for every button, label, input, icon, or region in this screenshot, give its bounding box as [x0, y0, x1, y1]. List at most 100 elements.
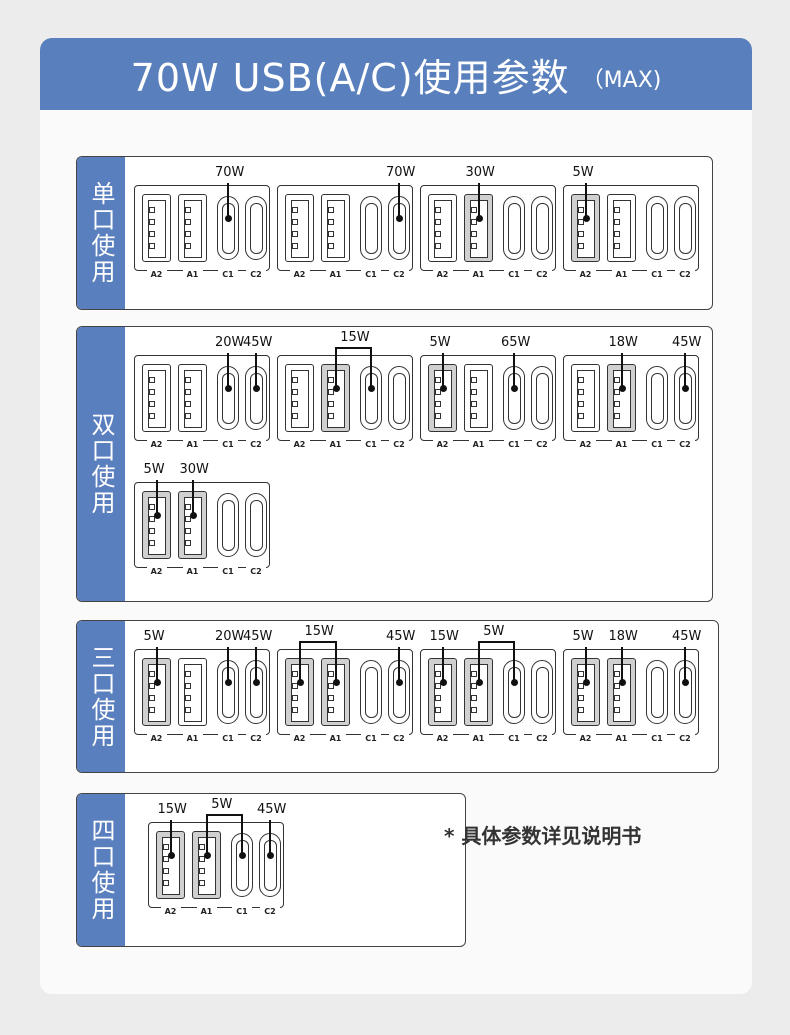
port-label: C2: [246, 733, 266, 745]
port-label: A2: [146, 733, 167, 745]
active-port-marker: [396, 679, 403, 686]
port-c2: [245, 493, 267, 557]
usb-a-pin: [471, 231, 477, 237]
active-port-marker: [582, 679, 590, 686]
port-label: C1: [218, 269, 238, 281]
wattage-label: 65W: [501, 335, 531, 350]
usb-a-pin: [578, 377, 584, 383]
port-label: A1: [325, 439, 346, 451]
leader-line: [477, 641, 480, 682]
usb-a-pin: [292, 219, 298, 225]
usb-a-pin: [614, 683, 620, 689]
bracket-line: [477, 641, 515, 643]
port-label: A2: [289, 733, 310, 745]
usb-a-pin: [614, 243, 620, 249]
port-label: A2: [575, 269, 596, 281]
port-label: A2: [575, 439, 596, 451]
usb-c-slot: [651, 373, 664, 424]
usb-a-pin: [149, 504, 155, 510]
usb-a-pin: [185, 401, 191, 407]
usb-a-pin: [328, 207, 334, 213]
port-c1: [217, 196, 239, 260]
usb-a-pin: [578, 707, 584, 713]
active-port-marker: [203, 852, 211, 859]
port-label: A2: [575, 733, 596, 745]
usb-a-pin: [149, 231, 155, 237]
active-port-marker: [225, 679, 232, 686]
leader-line: [334, 641, 337, 682]
usb-a-pin: [614, 377, 620, 383]
active-port-marker: [225, 385, 232, 392]
charger-face: [420, 649, 556, 735]
usb-a-pin: [435, 377, 441, 383]
port-c2: [531, 366, 553, 430]
leader-line: [441, 353, 444, 388]
port-label: C1: [218, 733, 238, 745]
usb-a-pin: [185, 504, 191, 510]
leader-line: [298, 641, 301, 682]
page-title: 70W USB(A/C)使用参数: [130, 55, 570, 100]
leader-line: [241, 814, 243, 855]
usb-a-pin: [185, 413, 191, 419]
usb-a-pin: [328, 219, 334, 225]
page-subtitle: （MAX): [581, 68, 662, 93]
port-label: C2: [532, 439, 552, 451]
usb-a-pin: [185, 516, 191, 522]
leader-line: [155, 647, 158, 682]
usb-a-pin: [471, 413, 477, 419]
usb-a-pin: [149, 695, 155, 701]
port-label: A1: [182, 566, 203, 578]
leader-line: [255, 647, 257, 682]
wattage-label: 5W: [211, 797, 233, 812]
usb-a-pin: [185, 231, 191, 237]
usb-a-pin: [614, 207, 620, 213]
usb-a-pin: [185, 377, 191, 383]
port-label: A1: [325, 269, 346, 281]
port-label: A1: [468, 269, 489, 281]
usb-a-pin: [292, 243, 298, 249]
wattage-label: 5W: [143, 462, 165, 477]
leader-line: [227, 647, 229, 682]
usb-a-pin: [292, 707, 298, 713]
usb-a-pin: [199, 868, 205, 874]
usb-a-pin: [292, 695, 298, 701]
port-label: C2: [675, 439, 695, 451]
port-label: C1: [647, 439, 667, 451]
usb-a-pin: [149, 540, 155, 546]
leader-line: [684, 353, 686, 388]
section-tab: 四口使用: [77, 794, 125, 946]
usb-a-pin: [185, 695, 191, 701]
leader-line: [513, 641, 515, 682]
wattage-label: 5W: [483, 624, 505, 639]
usb-a-pin: [471, 207, 477, 213]
usb-a-pin: [328, 413, 334, 419]
port-a2: [571, 658, 600, 726]
wattage-label: 5W: [143, 629, 165, 644]
usb-a-pin: [185, 540, 191, 546]
port-label: C2: [675, 269, 695, 281]
usb-a-pin: [328, 707, 334, 713]
usb-c-slot: [250, 500, 263, 551]
active-port-marker: [253, 679, 260, 686]
wattage-label: 45W: [672, 629, 702, 644]
active-port-marker: [189, 512, 197, 519]
port-label: C1: [361, 269, 381, 281]
port-c1: [217, 493, 239, 557]
usb-a-pin: [614, 389, 620, 395]
port-c2: [388, 366, 410, 430]
leader-line: [205, 814, 208, 855]
port-label: A1: [182, 733, 203, 745]
usb-a-pin: [328, 683, 334, 689]
active-port-marker: [225, 215, 232, 222]
charger-face: [277, 185, 413, 271]
leader-line: [584, 647, 587, 682]
usb-a-pin: [199, 880, 205, 886]
usb-a-pin: [149, 516, 155, 522]
usb-a-pin: [163, 856, 169, 862]
usb-a-pin: [149, 707, 155, 713]
usb-a-pin: [185, 528, 191, 534]
